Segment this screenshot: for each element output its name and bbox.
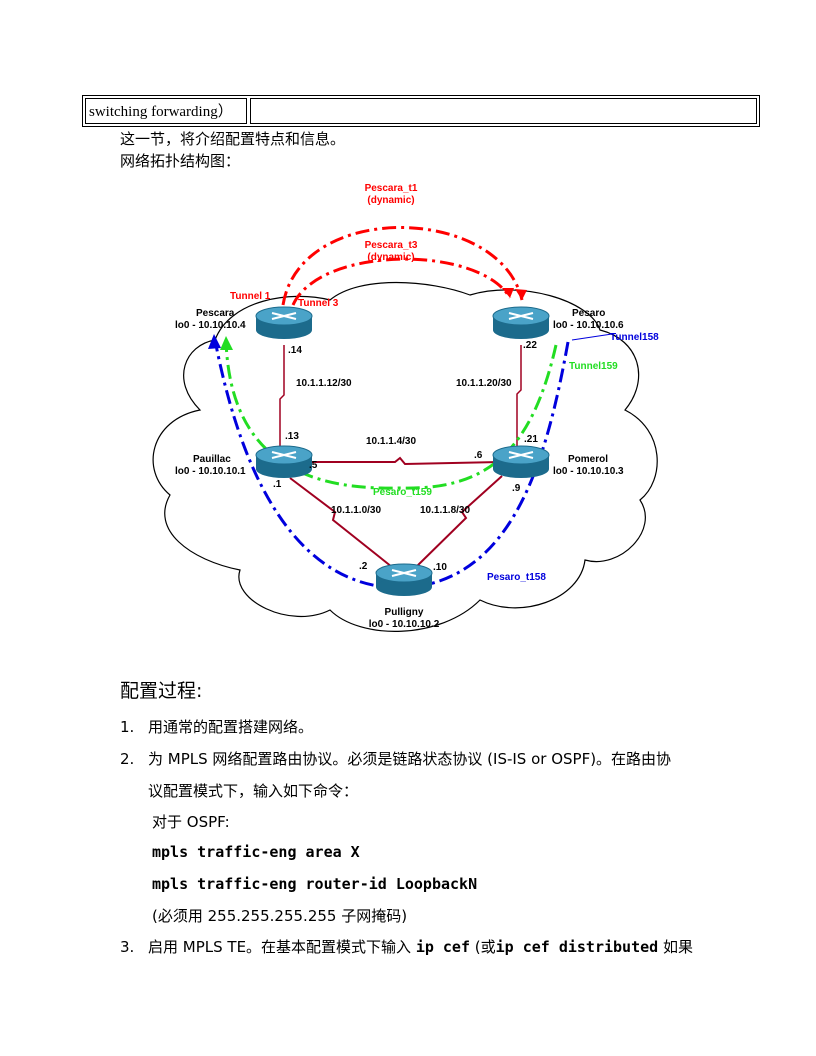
link-pauillac-pulligny xyxy=(289,477,393,568)
step-2-continuation: 议配置模式下，输入如下命令： xyxy=(148,782,359,800)
step-3-post: 如果 xyxy=(658,938,693,956)
label-pescara-t1: Pescara_t1 xyxy=(365,183,418,194)
label-pescara-t3: Pescara_t3 xyxy=(365,240,418,251)
router-pesaro-name: Pesaro xyxy=(572,308,605,319)
table-cell-empty xyxy=(250,98,757,124)
step-1-text: 用通常的配置搭建网络。 xyxy=(148,718,314,736)
label-pesaro-t159: Pesaro_t159 xyxy=(373,487,432,498)
ospf-label: 对于 OSPF: xyxy=(152,813,230,831)
section-title: 配置过程: xyxy=(120,680,203,702)
link-label-4: 10.1.1.4/30 xyxy=(366,436,416,447)
header-table: switching forwarding） xyxy=(82,95,760,127)
iface-5: .5 xyxy=(309,460,318,471)
iface-10: .10 xyxy=(433,562,447,573)
intro-text: 这一节，将介绍配置特点和信息。 xyxy=(120,130,346,148)
router-pescara-lo: lo0 - 10.10.10.4 xyxy=(175,320,246,331)
link-pesaro-pomerol xyxy=(516,345,522,450)
command-router-id: mpls traffic-eng router-id LoopbackN xyxy=(152,875,478,893)
step-3-mid: (或 xyxy=(470,938,496,956)
step-3-code-ipcef: ip cef xyxy=(415,938,470,956)
label-tunnel158: Tunnel158 xyxy=(610,332,659,343)
router-pauillac-lo: lo0 - 10.10.10.1 xyxy=(175,466,246,477)
step-3-pre: 启用 MPLS TE。在基本配置模式下输入 xyxy=(148,938,416,956)
label-pescara-t3-mode: (dynamic) xyxy=(367,252,414,263)
label-tunnel1: Tunnel 1 xyxy=(230,291,271,302)
router-pesaro-icon xyxy=(492,306,550,339)
link-pomerol-pulligny xyxy=(414,475,503,569)
network-cloud xyxy=(152,281,658,632)
tunnel-pescara-t1 xyxy=(281,226,524,306)
router-pescara-icon xyxy=(255,306,313,339)
router-pesaro-lo: lo0 - 10.10.10.6 xyxy=(553,320,624,331)
iface-1: .1 xyxy=(273,479,282,490)
router-pomerol-name: Pomerol xyxy=(568,454,608,465)
router-pomerol-lo: lo0 - 10.10.10.3 xyxy=(553,466,624,477)
label-pescara-t1-mode: (dynamic) xyxy=(367,195,414,206)
router-pomerol-icon xyxy=(492,445,550,478)
iface-13: .13 xyxy=(285,431,299,442)
label-pesaro-t158: Pesaro_t158 xyxy=(487,572,546,583)
step-2: 2. 为 MPLS 网络配置路由协议。必须是链路状态协议 (IS-IS or OS… xyxy=(120,748,671,769)
router-pulligny-name: Pulligny xyxy=(385,607,424,618)
link-label-0: 10.1.1.0/30 xyxy=(331,505,381,516)
link-label-8: 10.1.1.8/30 xyxy=(420,505,470,516)
step-3-code-distributed: ip cef distributed xyxy=(495,938,659,956)
iface-6: .6 xyxy=(474,450,483,461)
router-pulligny-icon xyxy=(375,563,433,596)
iface-21: .21 xyxy=(524,434,538,445)
router-pauillac-icon xyxy=(255,445,313,478)
step-2-num: 2. xyxy=(120,750,135,768)
table-cell-switching: switching forwarding） xyxy=(85,98,247,124)
iface-9: .9 xyxy=(512,483,521,494)
router-pescara-name: Pescara xyxy=(196,308,235,319)
step-2-text: 为 MPLS 网络配置路由协议。必须是链路状态协议 (IS-IS or OSPF… xyxy=(148,750,672,768)
iface-2: .2 xyxy=(359,561,368,572)
link-pescara-pauillac xyxy=(279,345,285,450)
step-1: 1. 用通常的配置搭建网络。 xyxy=(120,716,313,737)
step-1-num: 1. xyxy=(120,718,135,736)
tunnel-pescara-t3 xyxy=(291,257,512,306)
label-tunnel159: Tunnel159 xyxy=(569,361,618,372)
iface-22: .22 xyxy=(523,340,537,351)
link-label-20: 10.1.1.20/30 xyxy=(456,378,512,389)
link-pauillac-pomerol xyxy=(300,456,501,466)
step-3-num: 3. xyxy=(120,938,135,956)
label-tunnel3: Tunnel 3 xyxy=(298,298,339,309)
router-pulligny-lo: lo0 - 10.10.10.2 xyxy=(369,619,440,630)
topology-title: 网络拓扑结构图： xyxy=(120,152,241,170)
iface-14: .14 xyxy=(288,345,302,356)
tunnel-pesaro-t159 xyxy=(224,339,558,490)
router-pauillac-name: Pauillac xyxy=(193,454,231,465)
link-label-12: 10.1.1.12/30 xyxy=(296,378,352,389)
step-3: 3. 启用 MPLS TE。在基本配置模式下输入 ip cef (或ip cef … xyxy=(120,936,693,957)
command-area: mpls traffic-eng area X xyxy=(152,843,360,861)
mask-note: (必须用 255.255.255.255 子网掩码) xyxy=(152,907,408,925)
